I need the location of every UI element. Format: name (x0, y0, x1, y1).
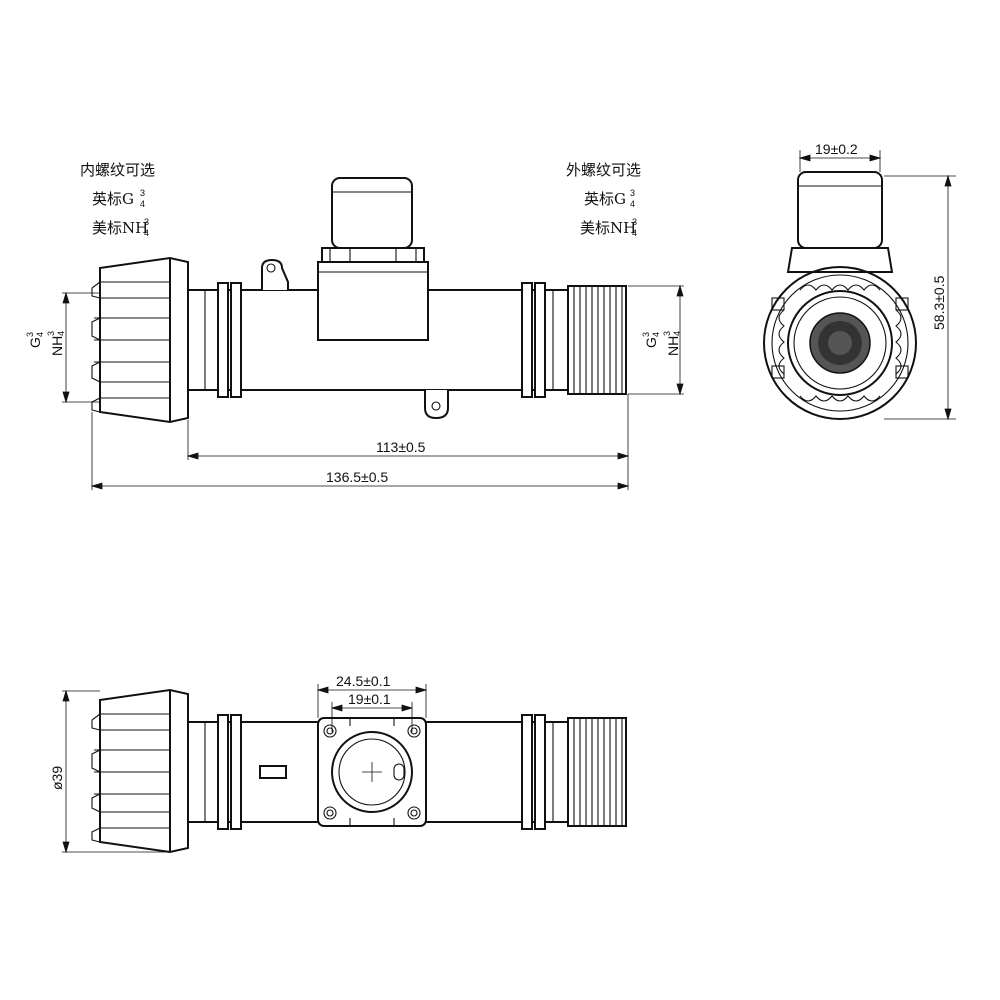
dim-side-height (884, 174, 956, 421)
note-left-line2-den: 4 (140, 199, 145, 209)
thread-label-right: G 3 4 NH 3 4 (641, 331, 682, 356)
top-view-thread (567, 717, 627, 827)
dim-length-total (90, 412, 630, 490)
dim-side-width-text: 19±0.2 (815, 141, 858, 157)
dim-side-height-text: 58.3±0.5 (931, 275, 947, 330)
top-view (62, 684, 627, 854)
front-view-thread (567, 285, 627, 395)
dim-top-inner-text: 19±0.1 (348, 691, 391, 707)
note-right: 外螺纹可选 英标G 3 4 美标NH 3 4 (566, 161, 641, 238)
thread-label-right-g-num: 3 (641, 332, 651, 337)
side-view (763, 150, 956, 421)
front-view-lug-bottom (424, 390, 449, 420)
note-right-line2: 英标G (584, 190, 626, 208)
dim-top-inner (330, 702, 414, 732)
top-view-sensor (317, 717, 427, 827)
front-view-lug-top (261, 258, 289, 290)
thread-label-right-nh-num: 3 (662, 331, 672, 336)
thread-label-left: G 3 4 NH 3 4 (25, 331, 66, 356)
dim-length-body-text: 113±0.5 (376, 439, 426, 455)
note-right-line2-num: 3 (630, 188, 635, 198)
note-left-line2-num: 3 (140, 188, 145, 198)
top-view-nut (91, 688, 189, 854)
note-left-line2: 英标G (92, 190, 134, 208)
front-view-nut (91, 256, 189, 424)
note-left-line3-den: 4 (144, 228, 149, 238)
thread-label-left-g: G (27, 337, 43, 348)
note-right-line3-den: 4 (632, 228, 637, 238)
note-right-line2-den: 4 (630, 199, 635, 209)
dim-top-outer (316, 684, 428, 718)
thread-label-right-nh-den: 4 (672, 331, 682, 336)
dim-length-body (186, 394, 630, 490)
note-left: 内螺纹可选 英标G 3 4 美标NH 3 4 (80, 161, 155, 238)
thread-label-right-g-den: 4 (651, 332, 661, 337)
note-right-line3-num: 3 (632, 217, 637, 227)
front-view-sensor (317, 177, 429, 341)
thread-label-left-nh-num: 3 (46, 331, 56, 336)
thread-label-left-nh-den: 4 (56, 331, 66, 336)
note-right-line3: 美标NH (580, 219, 636, 237)
thread-label-left-nh: NH (49, 336, 65, 356)
dim-diameter-text: ø39 (49, 766, 65, 790)
thread-label-right-g: G (643, 337, 659, 348)
dim-side-width (798, 150, 882, 172)
note-right-line1: 外螺纹可选 (566, 161, 641, 179)
front-view (62, 177, 684, 490)
dim-top-outer-text: 24.5±0.1 (336, 673, 391, 689)
thread-label-left-g-den: 4 (35, 332, 45, 337)
dim-right-thread (628, 284, 684, 396)
thread-label-left-g-num: 3 (25, 332, 35, 337)
dim-length-total-text: 136.5±0.5 (326, 469, 388, 485)
note-left-line3-num: 3 (144, 217, 149, 227)
thread-label-right-nh: NH (665, 336, 681, 356)
dim-diameter (62, 689, 170, 854)
note-left-line1: 内螺纹可选 (80, 161, 155, 179)
dim-left-thread (62, 291, 100, 404)
note-left-line3: 美标NH (92, 219, 148, 237)
